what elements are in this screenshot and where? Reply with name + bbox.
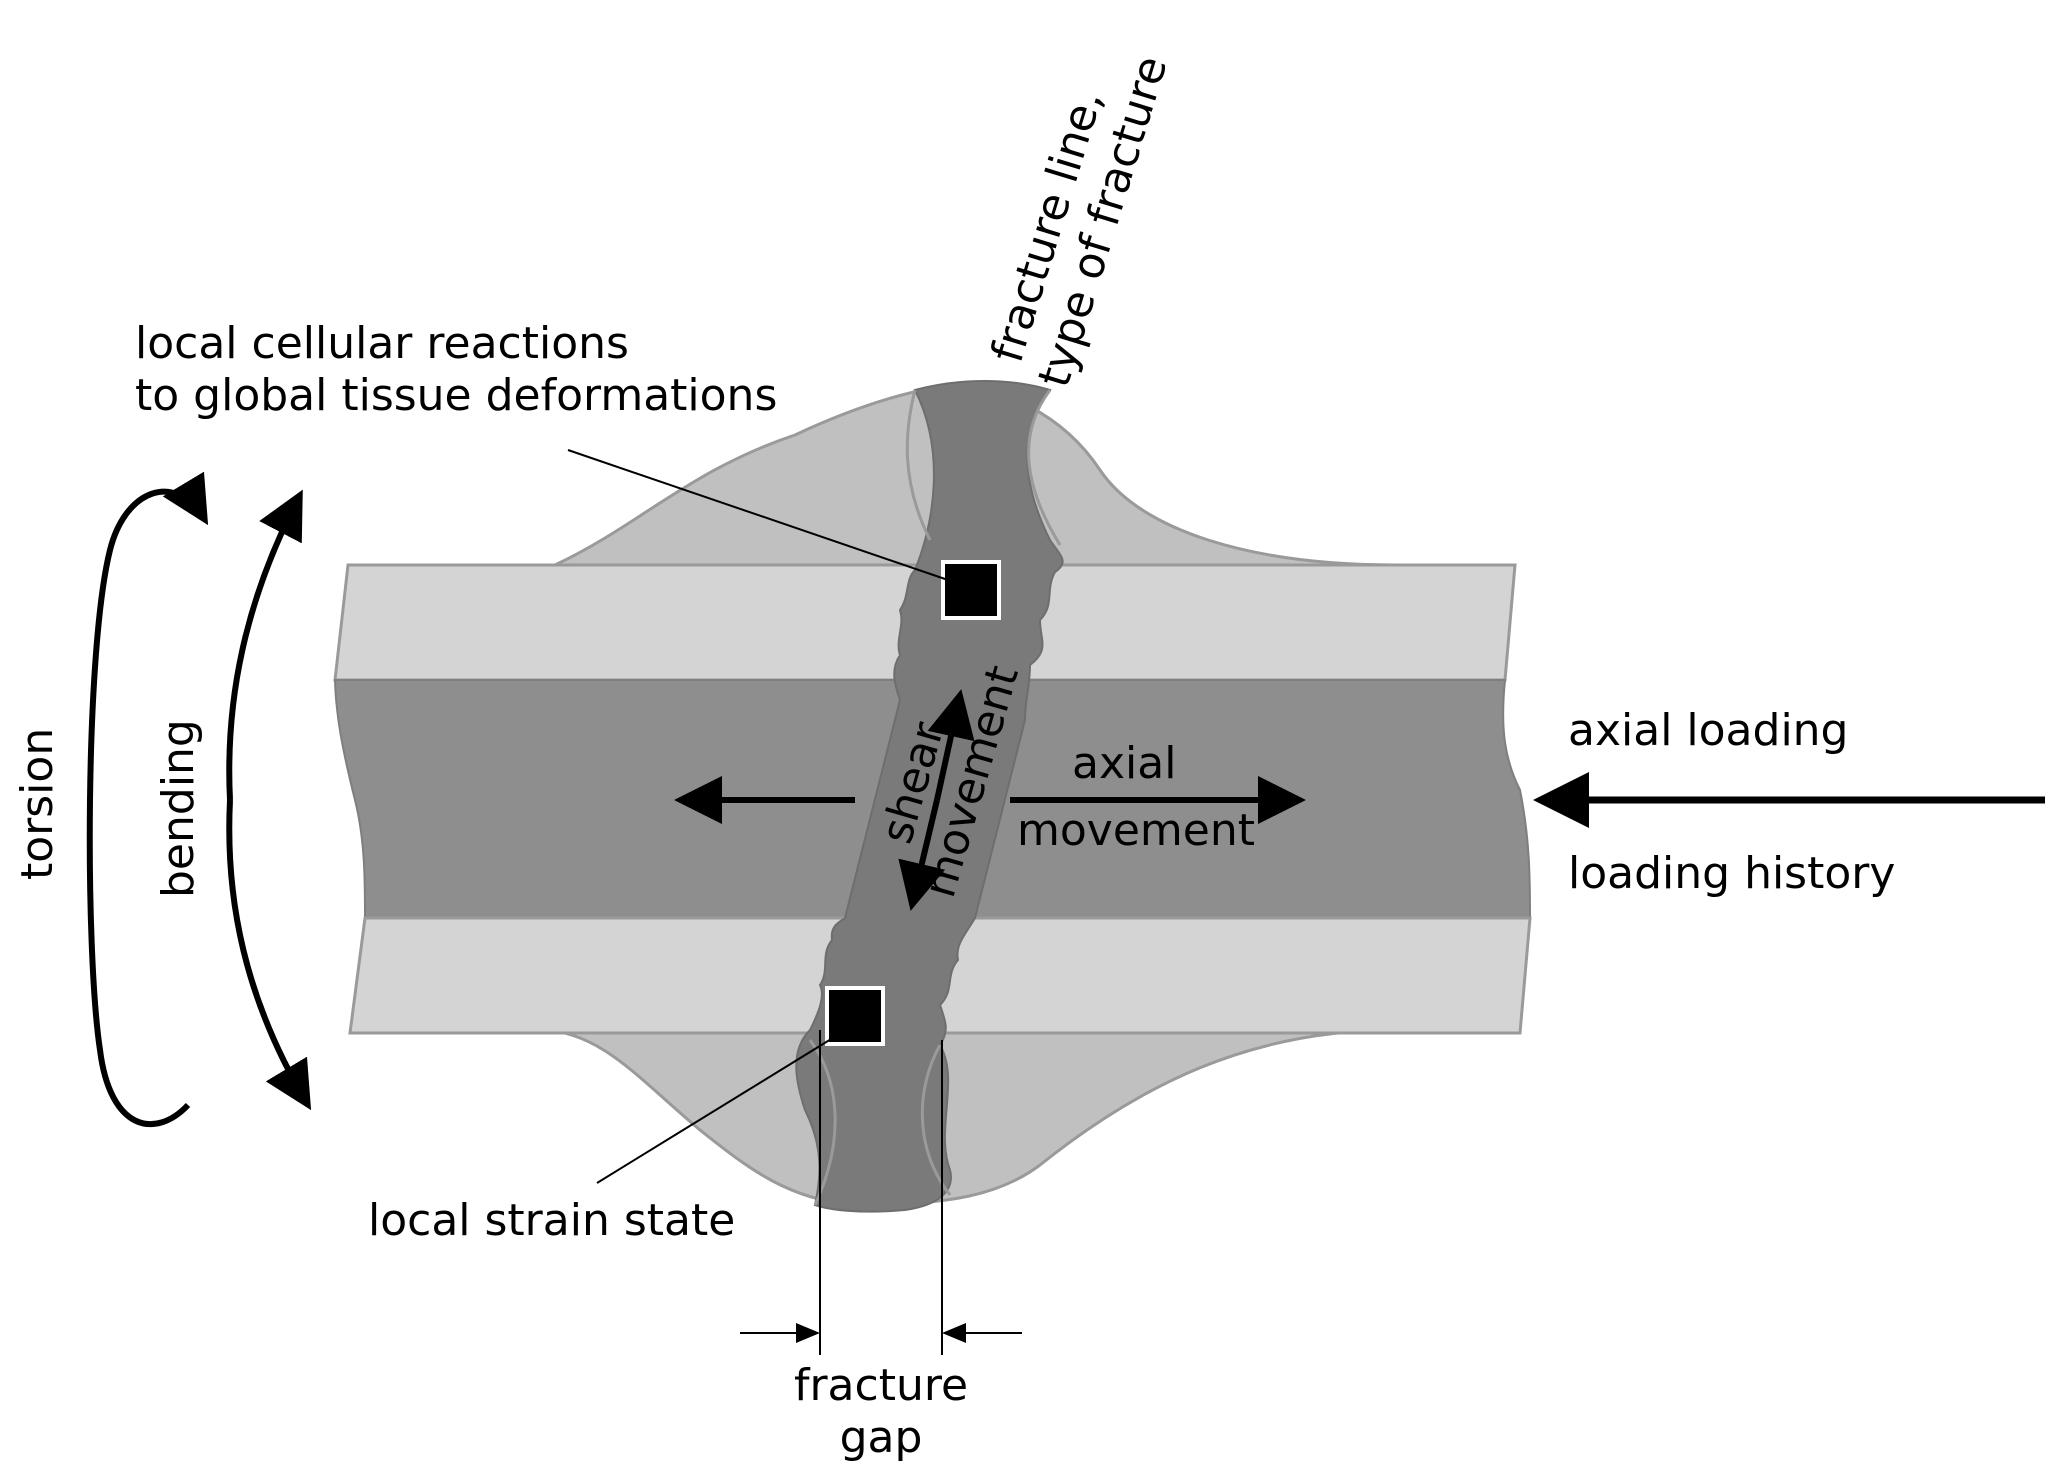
- loading-history-label: loading history: [1568, 848, 1895, 899]
- cellular-label-line2: to global tissue deformations: [135, 370, 777, 421]
- fracture-gap-label-line1: fracture: [794, 1360, 968, 1411]
- strain-leader-line: [596, 1035, 837, 1184]
- shear-arrow-down: [898, 799, 946, 911]
- lower-cell-marker: [825, 986, 885, 1046]
- axial-label: axial: [1072, 738, 1176, 789]
- torsion-arrow: [86, 471, 209, 1128]
- local-strain-label: local strain state: [368, 1195, 735, 1246]
- axial-loading-label: axial loading: [1568, 705, 1848, 756]
- fracture-gap-label-line2: gap: [840, 1412, 923, 1463]
- bending-arrow-down: [226, 799, 312, 1111]
- shear-arrow-up: [927, 689, 975, 801]
- bending-label: bending: [153, 719, 204, 898]
- cellular-leader-line: [567, 449, 949, 581]
- axial-movement-label: movement: [1017, 805, 1255, 856]
- torsion-label: torsion: [12, 728, 63, 880]
- upper-cell-marker: [941, 560, 1001, 620]
- cellular-label-line1: local cellular reactions: [135, 318, 629, 369]
- bending-arrow-up: [226, 489, 303, 801]
